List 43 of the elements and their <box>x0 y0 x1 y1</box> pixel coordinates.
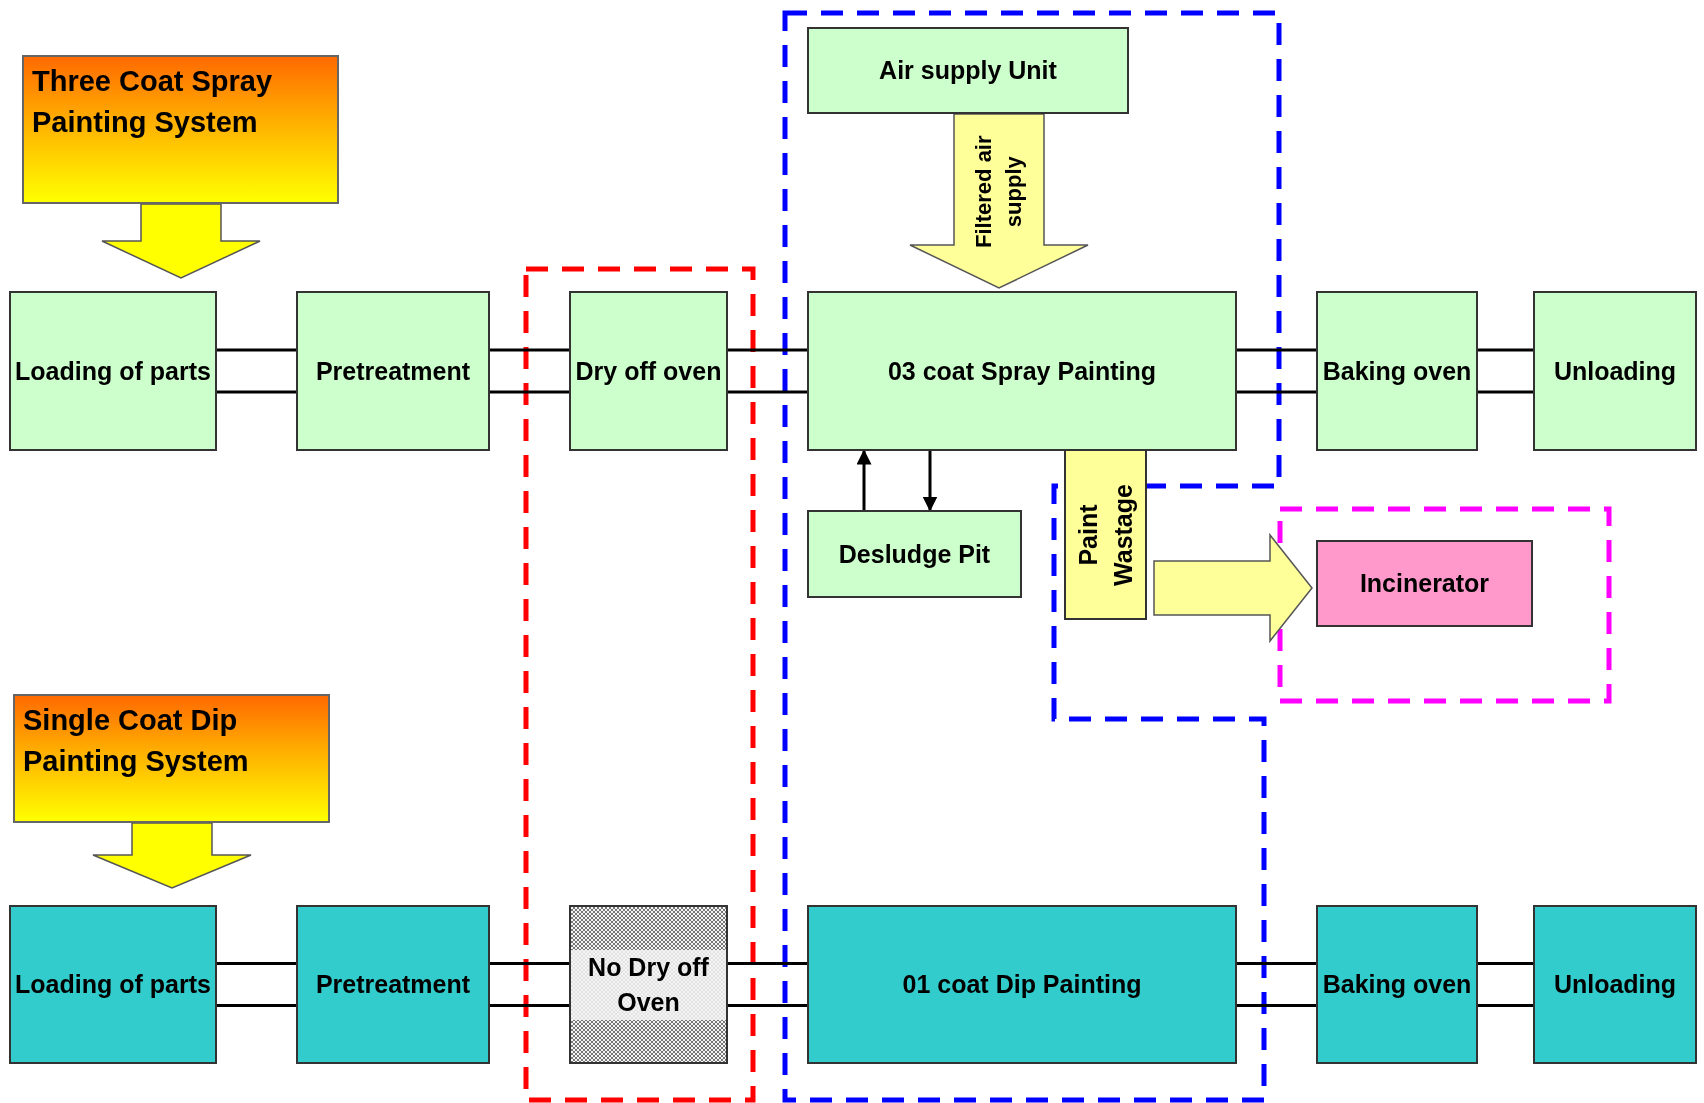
process-box <box>1316 291 1478 451</box>
box-label: Unloading <box>1553 355 1677 387</box>
callout-title: Three Coat Spray Painting System <box>32 64 274 140</box>
process-box <box>296 905 490 1064</box>
process-box <box>1533 291 1697 451</box>
omitted-process-box <box>569 905 728 1064</box>
process-box <box>807 510 1022 598</box>
box-label: Incinerator <box>1359 568 1490 599</box>
box-label: Pretreatment <box>315 969 471 1000</box>
box-label: 01 coat Dip Painting <box>902 969 1142 1000</box>
box-label: Baking oven <box>1322 355 1472 387</box>
box-label: 03 coat Spray Painting <box>887 355 1157 387</box>
output-box <box>1064 449 1147 620</box>
process-box <box>807 27 1129 114</box>
callout-title: Single Coat Dip Painting System <box>23 703 250 779</box>
box-label: No Dry off Oven <box>571 949 726 1020</box>
process-box <box>807 291 1237 451</box>
title-callout-box <box>13 694 330 823</box>
box-label: Loading of parts <box>15 969 211 1000</box>
block-arrow <box>101 203 261 279</box>
title-callout-box <box>22 55 339 204</box>
process-box <box>569 291 728 451</box>
box-label: Baking oven <box>1322 969 1472 1000</box>
box-label: Pretreatment <box>315 355 471 387</box>
box-label: Paint Wastage <box>1072 483 1138 586</box>
block-arrow <box>1153 532 1313 644</box>
process-box <box>9 291 217 451</box>
block-arrow <box>92 822 252 889</box>
box-label: Desludge Pit <box>838 538 991 570</box>
box-label: Unloading <box>1553 969 1677 1000</box>
box-label: Loading of parts <box>15 355 211 387</box>
box-label: Dry off oven <box>575 355 722 387</box>
process-box <box>1316 540 1533 627</box>
process-box <box>807 905 1237 1064</box>
process-box <box>1533 905 1697 1064</box>
edge-label: Filtered air supply <box>970 134 1027 250</box>
arrow <box>856 449 872 510</box>
arrow <box>922 451 938 512</box>
process-box <box>296 291 490 451</box>
box-label: Air supply Unit <box>879 55 1057 86</box>
process-box <box>9 905 217 1064</box>
process-box <box>1316 905 1478 1064</box>
block-arrow <box>909 113 1089 289</box>
